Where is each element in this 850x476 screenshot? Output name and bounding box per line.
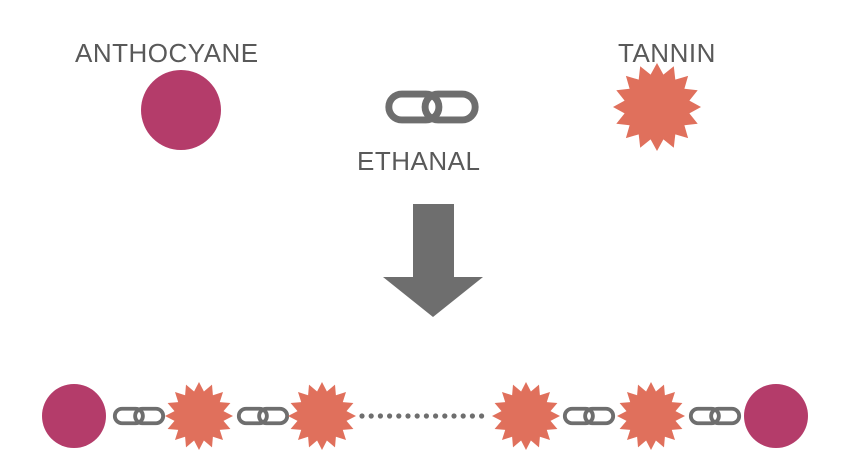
chain-anthocyane-end-icon	[744, 384, 808, 448]
ellipsis-dot	[469, 413, 475, 419]
ellipsis-dot	[405, 413, 411, 419]
ellipsis-dot	[414, 413, 420, 419]
chain-tannin-4-icon	[617, 382, 685, 450]
ellipsis-dot	[423, 413, 429, 419]
chain-tannin-2-icon	[288, 382, 356, 450]
ellipsis-dot	[433, 413, 439, 419]
chain-anthocyane-start-icon	[42, 384, 106, 448]
chain-link-1-icon	[115, 409, 163, 424]
chain-tannin-3-icon	[492, 382, 560, 450]
chain-link-3-icon	[565, 409, 613, 424]
ellipsis-dot	[451, 413, 457, 419]
ellipsis-dot	[359, 413, 365, 419]
ellipsis-dot	[377, 413, 383, 419]
ellipsis-dot	[460, 413, 466, 419]
ellipsis-dot	[442, 413, 448, 419]
anthocyane-icon	[141, 70, 221, 150]
chain-ellipsis-dots	[359, 413, 485, 419]
ellipsis-dot	[396, 413, 402, 419]
polymer-chain	[42, 382, 808, 450]
tannin-icon	[613, 63, 701, 151]
chain-tannin-1-icon	[165, 382, 233, 450]
tannin-label: TANNIN	[618, 38, 716, 68]
anthocyane-label: ANTHOCYANE	[75, 38, 259, 68]
chain-link-4-icon	[691, 409, 739, 424]
ethanal-link-icon	[389, 94, 475, 120]
ethanal-label: ETHANAL	[357, 146, 481, 176]
chain-link-2-icon	[239, 409, 287, 424]
ellipsis-dot	[387, 413, 393, 419]
ellipsis-dot	[368, 413, 374, 419]
reaction-arrow-icon	[383, 204, 483, 317]
ellipsis-dot	[479, 413, 485, 419]
